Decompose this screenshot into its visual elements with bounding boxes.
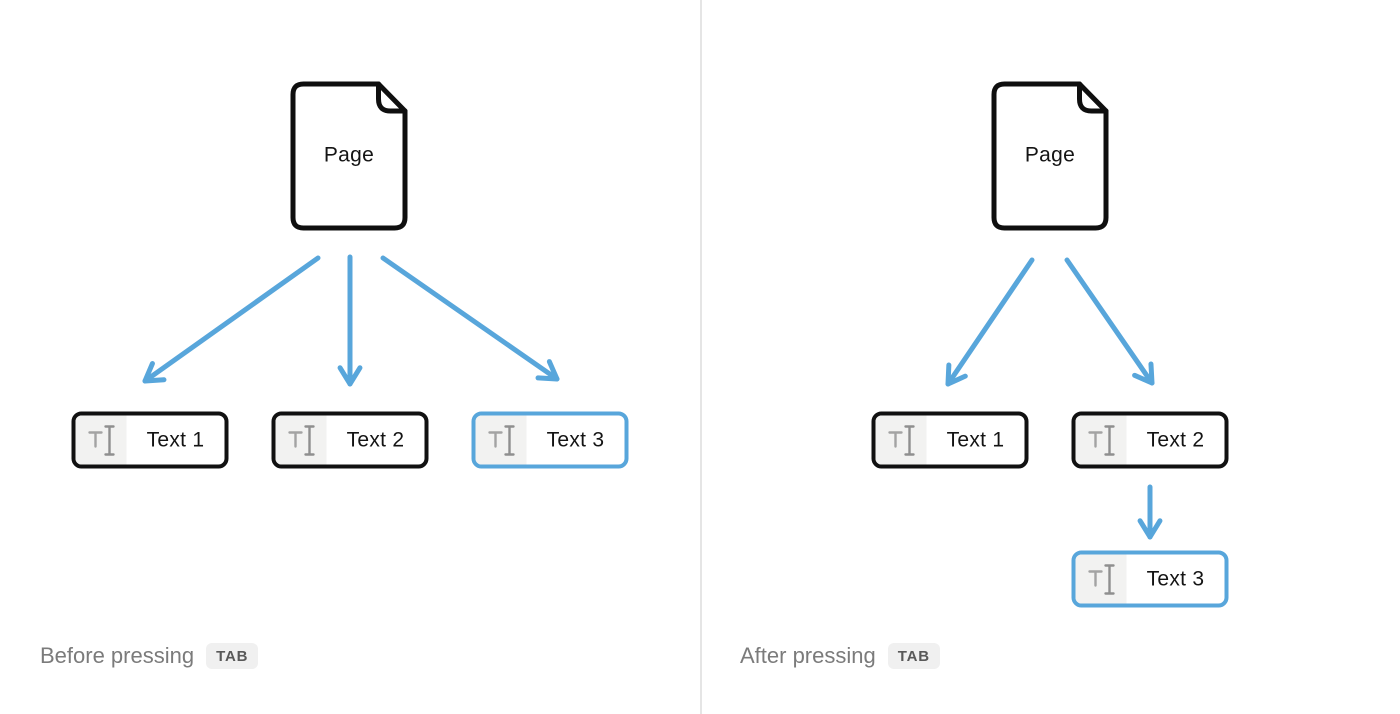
text-block-text2: Text 2 (271, 411, 429, 469)
text-block-text3-highlighted-indented: Text 3 (1071, 550, 1229, 608)
text-block-text3-highlighted: Text 3 (471, 411, 629, 469)
flow-arrow (142, 255, 321, 384)
panel-divider (700, 0, 702, 714)
text-block-text1: Text 1 (71, 411, 229, 469)
flow-arrow (380, 255, 560, 382)
tab-key-badge: TAB (206, 643, 259, 669)
page-node: Page (290, 81, 408, 231)
text-cursor-icon (1087, 563, 1115, 595)
flow-arrow (945, 257, 1035, 387)
text-block-label: Text 2 (346, 428, 405, 452)
text-block-label: Text 3 (546, 428, 605, 452)
flow-arrow (1064, 257, 1155, 386)
text-block-label: Text 2 (1146, 428, 1205, 452)
text-block-label: Text 1 (946, 428, 1005, 452)
page-icon (290, 81, 408, 231)
page-label: Page (323, 143, 375, 167)
text-cursor-icon (887, 424, 915, 456)
text-block-text1: Text 1 (871, 411, 1029, 469)
text-block-label: Text 1 (146, 428, 205, 452)
text-cursor-icon (1087, 424, 1115, 456)
text-block-icon-cell (75, 415, 127, 465)
page-label: Page (1024, 143, 1076, 167)
text-block-icon-cell (275, 415, 327, 465)
text-block-label: Text 3 (1146, 567, 1205, 591)
tab-key-badge: TAB (887, 643, 940, 669)
text-block-icon-cell (875, 415, 927, 465)
flow-arrow (1137, 484, 1163, 540)
page-icon (991, 81, 1109, 231)
text-cursor-icon (87, 424, 115, 456)
after-caption: After pressing TAB (740, 640, 940, 672)
text-block-icon-cell (475, 415, 527, 465)
text-cursor-icon (287, 424, 315, 456)
text-cursor-icon (487, 424, 515, 456)
text-block-icon-cell (1075, 554, 1127, 604)
caption-text: Before pressing (40, 643, 195, 668)
before-caption: Before pressing TAB (40, 640, 259, 672)
text-block-icon-cell (1075, 415, 1127, 465)
page-node: Page (991, 81, 1109, 231)
text-block-text2: Text 2 (1071, 411, 1229, 469)
caption-text: After pressing (740, 643, 876, 668)
flow-arrow (337, 254, 363, 387)
